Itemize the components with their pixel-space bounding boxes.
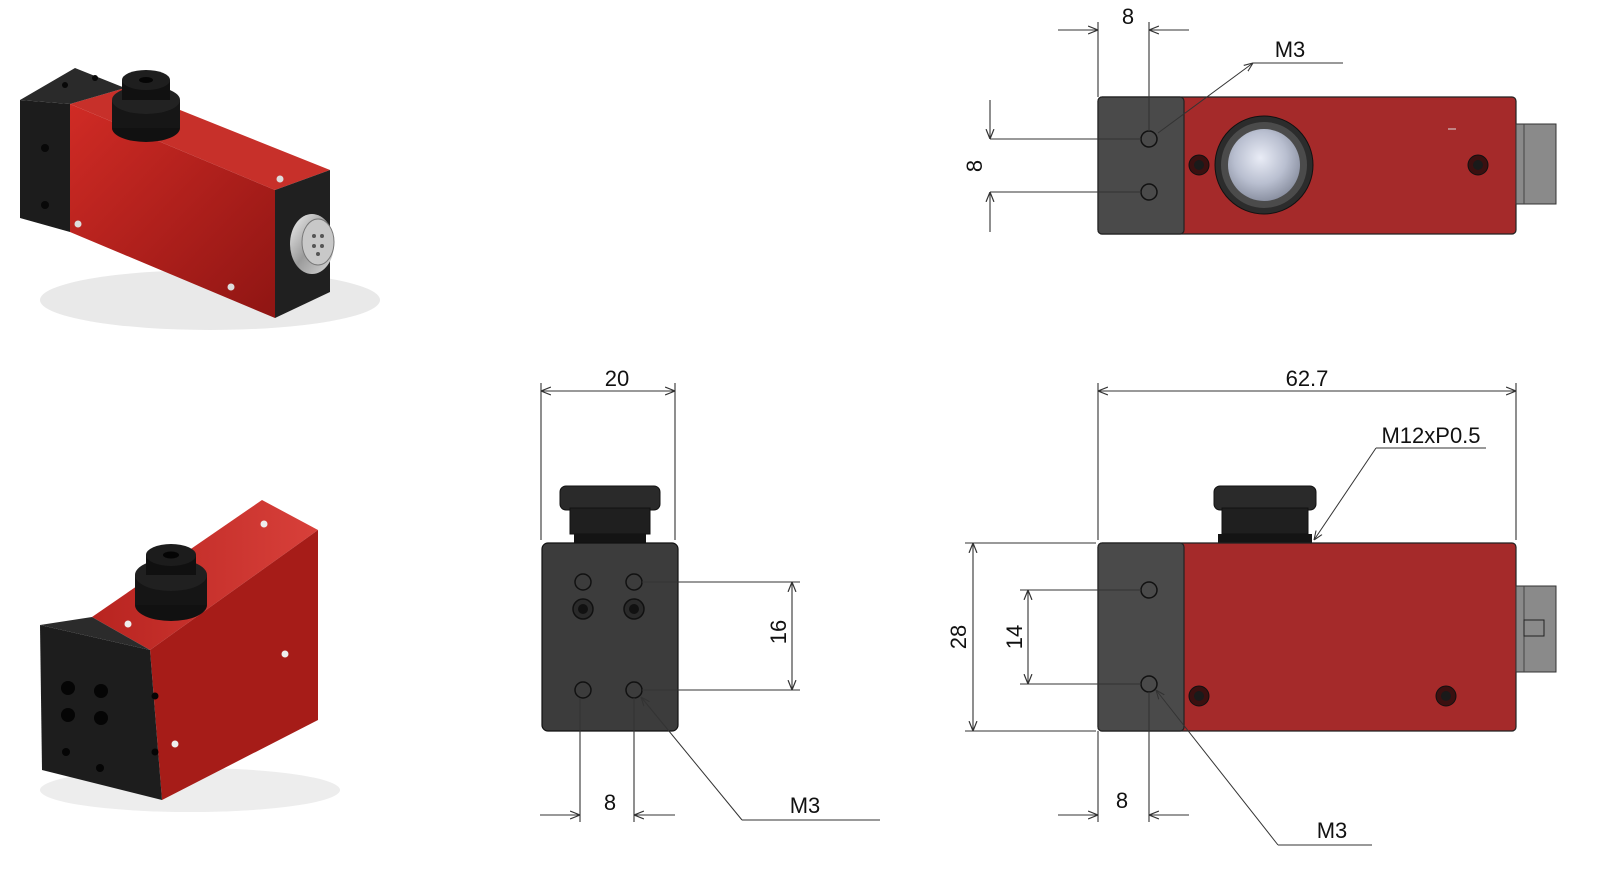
side-view-m3-callout: M3: [1317, 818, 1348, 843]
side-view-lens-thread-callout: M12xP0.5: [1381, 423, 1480, 448]
dim-side-vertical-spacing-label: 14: [1002, 625, 1027, 649]
dim-top-width-label: 8: [1122, 4, 1134, 29]
dim-end-width-label: 20: [605, 366, 629, 391]
side-view: 62.7 M12xP0.5 28 14 8 M3: [946, 366, 1557, 846]
dim-side-length-label: 62.7: [1286, 366, 1329, 391]
dim-end-vertical-spacing-label: 16: [766, 620, 791, 644]
product-photo-1: [20, 68, 380, 330]
product-photo-2: [40, 500, 340, 812]
end-view: 20 16 8 M3: [540, 366, 880, 822]
dim-end-horizontal-spacing-label: 8: [604, 790, 616, 815]
dim-side-bottom-width-label: 8: [1116, 788, 1128, 813]
top-view-m3-callout: M3: [1275, 37, 1306, 62]
end-view-m3-callout: M3: [790, 793, 821, 818]
top-view: 8 8 M3: [962, 4, 1557, 235]
dim-side-height-label: 28: [946, 625, 971, 649]
dim-top-left-spacing-label: 8: [962, 160, 987, 172]
